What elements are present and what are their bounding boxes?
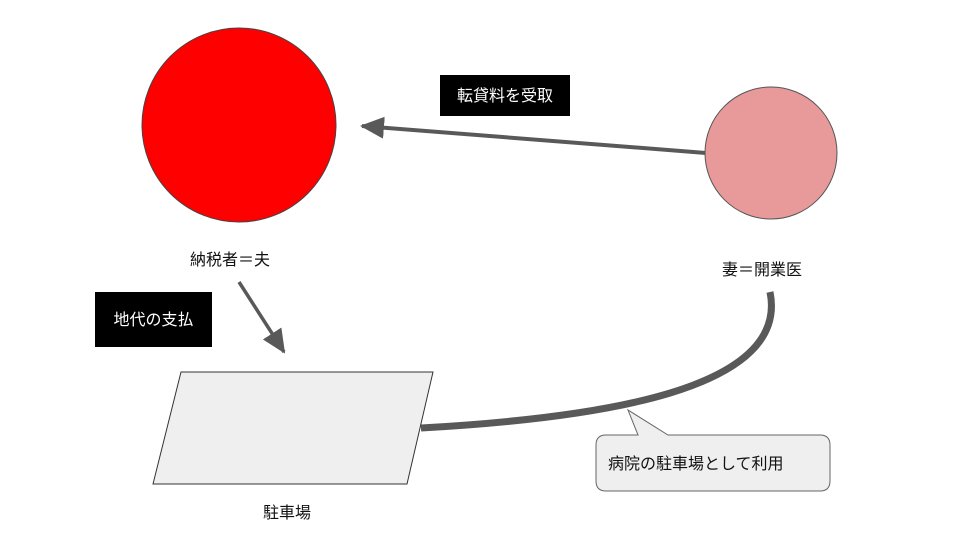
- wife-node: [704, 86, 838, 220]
- land-rent-tag: 地代の支払: [95, 292, 212, 347]
- wife-label: 妻＝開業医: [722, 260, 803, 279]
- taxpayer-label: 納税者＝夫: [190, 250, 271, 269]
- parking-label: 駐車場: [263, 503, 312, 522]
- rent-receipt-arrow: [360, 116, 707, 155]
- callout-bubble: [595, 408, 831, 492]
- hospital-use-connector: [420, 291, 775, 432]
- parking-node: [152, 371, 434, 485]
- hospital-use-label: 病院の駐車場として利用: [608, 454, 784, 473]
- rent-receipt-tag: 転貸料を受取: [440, 75, 570, 116]
- taxpayer-node: [141, 27, 337, 223]
- land-rent-arrow: [237, 281, 286, 354]
